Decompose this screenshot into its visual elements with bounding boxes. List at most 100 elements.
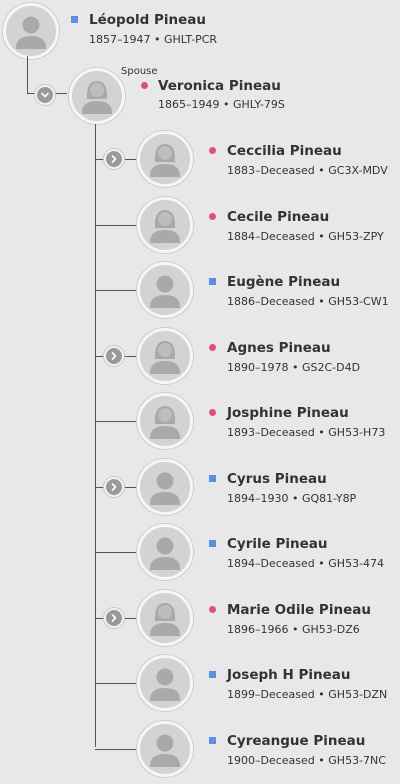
child-name[interactable]: Cyrile Pineau bbox=[227, 536, 328, 552]
meta-separator: • bbox=[292, 361, 299, 374]
meta-separator: • bbox=[318, 754, 325, 767]
child-dates: 1899–Deceased bbox=[227, 688, 315, 701]
expand-child-button[interactable] bbox=[104, 346, 124, 366]
expand-child-button[interactable] bbox=[104, 608, 124, 628]
child-meta: 1894–1930 • GQ81-Y8P bbox=[227, 492, 356, 505]
meta-separator: • bbox=[318, 688, 325, 701]
child-meta: 1899–Deceased • GH53-DZN bbox=[227, 688, 387, 701]
female-person-icon bbox=[82, 81, 112, 114]
collapse-spouse-button[interactable] bbox=[35, 85, 55, 105]
meta-separator: • bbox=[223, 98, 230, 111]
root-meta: 1857–1947 • GHLT-PCR bbox=[89, 33, 217, 46]
female-person-icon bbox=[150, 341, 180, 374]
meta-separator: • bbox=[318, 426, 325, 439]
child-dates: 1883–Deceased bbox=[227, 164, 315, 177]
child-person-id: GH53-ZPY bbox=[328, 230, 384, 243]
meta-separator: • bbox=[318, 557, 325, 570]
child-avatar[interactable] bbox=[137, 721, 193, 777]
child-meta: 1890–1978 • GS2C-D4D bbox=[227, 361, 360, 374]
child-meta: 1896–1966 • GH53-DZ6 bbox=[227, 623, 360, 636]
child-avatar[interactable] bbox=[137, 131, 193, 187]
child-name[interactable]: Josphine Pineau bbox=[227, 405, 349, 421]
child-meta: 1883–Deceased • GC3X-MDV bbox=[227, 164, 388, 177]
child-name[interactable]: Marie Odile Pineau bbox=[227, 602, 371, 618]
child-avatar[interactable] bbox=[137, 590, 193, 646]
child-person-id: GQ81-Y8P bbox=[302, 492, 357, 505]
male-indicator bbox=[209, 475, 216, 482]
child-dates: 1894–1930 bbox=[227, 492, 289, 505]
child-meta: 1894–Deceased • GH53-474 bbox=[227, 557, 384, 570]
child-name[interactable]: Cecile Pineau bbox=[227, 209, 330, 225]
child-avatar[interactable] bbox=[137, 393, 193, 449]
child-dates: 1890–1978 bbox=[227, 361, 289, 374]
child-person-id: GH53-DZN bbox=[328, 688, 388, 701]
child-avatar[interactable] bbox=[137, 655, 193, 711]
male-person-icon bbox=[150, 275, 180, 308]
child-name[interactable]: Ceccilia Pineau bbox=[227, 143, 342, 159]
child-avatar[interactable] bbox=[137, 524, 193, 580]
male-person-icon bbox=[150, 472, 180, 505]
female-indicator bbox=[209, 606, 216, 613]
child-dates: 1894–Deceased bbox=[227, 557, 315, 570]
child-name[interactable]: Eugène Pineau bbox=[227, 274, 341, 290]
chevron-right-icon bbox=[111, 155, 117, 163]
male-indicator bbox=[209, 278, 216, 285]
child-person-id: GH53-DZ6 bbox=[302, 623, 360, 636]
child-connector-line bbox=[95, 683, 137, 684]
male-indicator bbox=[209, 540, 216, 547]
root-dates: 1857–1947 bbox=[89, 33, 151, 46]
child-name[interactable]: Cyreangue Pineau bbox=[227, 733, 366, 749]
male-indicator bbox=[71, 16, 78, 23]
male-person-icon bbox=[150, 734, 180, 767]
meta-separator: • bbox=[318, 230, 325, 243]
child-meta: 1893–Deceased • GH53-H73 bbox=[227, 426, 385, 439]
female-person-icon bbox=[150, 210, 180, 243]
child-person-id: GC3X-MDV bbox=[328, 164, 388, 177]
spouse-dates: 1865–1949 bbox=[158, 98, 220, 111]
spouse-name[interactable]: Veronica Pineau bbox=[158, 78, 281, 94]
child-dates: 1900–Deceased bbox=[227, 754, 315, 767]
female-indicator bbox=[141, 82, 148, 89]
male-indicator bbox=[209, 737, 216, 744]
root-name[interactable]: Léopold Pineau bbox=[89, 12, 206, 28]
chevron-right-icon bbox=[111, 352, 117, 360]
expand-child-button[interactable] bbox=[104, 477, 124, 497]
chevron-down-icon bbox=[41, 92, 49, 98]
chevron-right-icon bbox=[111, 614, 117, 622]
child-connector-line bbox=[95, 749, 137, 750]
child-avatar[interactable] bbox=[137, 328, 193, 384]
spouse-meta: 1865–1949 • GHLY-79S bbox=[158, 98, 285, 111]
female-indicator bbox=[209, 409, 216, 416]
child-person-id: GH53-474 bbox=[328, 557, 385, 570]
child-person-id: GH53-H73 bbox=[328, 426, 386, 439]
female-person-icon bbox=[150, 144, 180, 177]
male-person-icon bbox=[150, 668, 180, 701]
root-avatar[interactable] bbox=[3, 3, 59, 59]
child-avatar[interactable] bbox=[137, 262, 193, 318]
child-avatar[interactable] bbox=[137, 459, 193, 515]
child-name[interactable]: Cyrus Pineau bbox=[227, 471, 327, 487]
child-person-id: GS2C-D4D bbox=[302, 361, 361, 374]
female-person-icon bbox=[150, 406, 180, 439]
child-avatar[interactable] bbox=[137, 197, 193, 253]
meta-separator: • bbox=[154, 33, 161, 46]
chevron-right-icon bbox=[111, 483, 117, 491]
child-dates: 1886–Deceased bbox=[227, 295, 315, 308]
child-connector-line bbox=[95, 290, 137, 291]
child-dates: 1896–1966 bbox=[227, 623, 289, 636]
female-indicator bbox=[209, 147, 216, 154]
expand-child-button[interactable] bbox=[104, 149, 124, 169]
root-person-id: GHLT-PCR bbox=[164, 33, 218, 46]
child-connector-line bbox=[95, 552, 137, 553]
child-name[interactable]: Joseph H Pineau bbox=[227, 667, 351, 683]
child-connector-line bbox=[95, 421, 137, 422]
male-indicator bbox=[209, 671, 216, 678]
meta-separator: • bbox=[292, 623, 299, 636]
female-person-icon bbox=[150, 603, 180, 636]
child-name[interactable]: Agnes Pineau bbox=[227, 340, 331, 356]
child-meta: 1886–Deceased • GH53-CW1 bbox=[227, 295, 389, 308]
meta-separator: • bbox=[318, 164, 325, 177]
spouse-avatar[interactable] bbox=[69, 68, 125, 124]
children-trunk-line bbox=[95, 124, 96, 747]
